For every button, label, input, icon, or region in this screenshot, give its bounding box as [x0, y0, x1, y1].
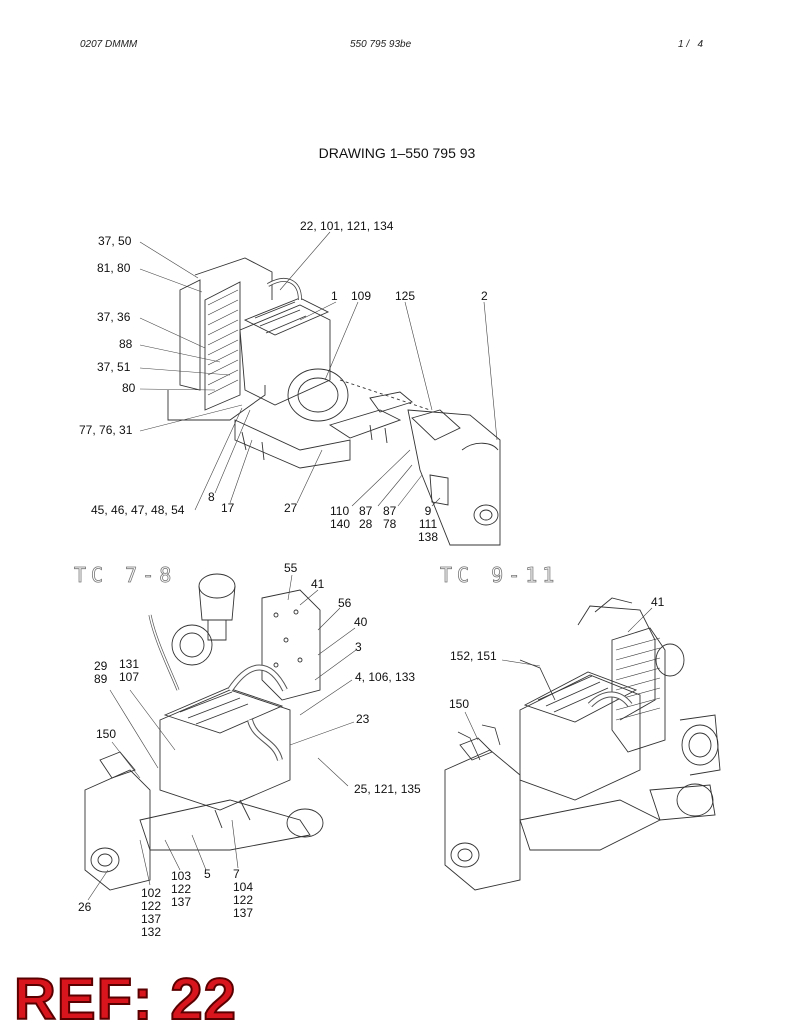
callout-40: 40 [354, 615, 368, 629]
ref-stamp: REF: 22 [13, 967, 237, 1032]
drawing1-engine-assembly [167, 257, 501, 546]
callout-41-tc911: 41 [651, 595, 665, 609]
callout-87-78: 87 78 [383, 504, 397, 531]
callout-55: 55 [284, 561, 298, 575]
callout-125: 125 [395, 289, 416, 303]
view-title-tc-9-11: TC 9-11 [440, 563, 560, 588]
callout-2: 2 [481, 289, 488, 303]
callout-150: 150 [96, 727, 117, 741]
callout-150-tc911: 150 [449, 697, 470, 711]
callout-5: 5 [204, 867, 211, 881]
callout-7-104-122-137: 7 104 122 137 [233, 867, 254, 920]
drawing3-leader-lines [464, 607, 653, 741]
header-doc-code: 0207 DMMM [80, 39, 138, 50]
header-page-number: 1 / 4 [678, 39, 704, 50]
callout-56: 56 [338, 596, 352, 610]
drawing2-leader-lines [87, 574, 357, 901]
view-title-tc-7-8: TC 7-8 [74, 563, 177, 588]
callout-81-80: 81, 80 [97, 261, 131, 275]
callout-29-89: 29 89 [94, 659, 108, 686]
callout-4-106-133: 4, 106, 133 [355, 670, 416, 684]
callout-26: 26 [78, 900, 92, 914]
callout-131-107: 131 107 [119, 657, 140, 684]
callout-110-140: 110 140 [330, 504, 351, 531]
callout-27: 27 [284, 501, 298, 515]
callout-77-76-31: 77, 76, 31 [79, 423, 133, 437]
drawing2-tc78-assembly [84, 573, 324, 891]
callout-37-36: 37, 36 [97, 310, 131, 324]
callout-37-50: 37, 50 [98, 234, 132, 248]
callout-88: 88 [119, 337, 133, 351]
callout-152-151: 152, 151 [450, 649, 497, 663]
callout-9-111-138: 9 111 138 [418, 504, 439, 544]
callout-41: 41 [311, 577, 325, 591]
callout-37-51: 37, 51 [97, 360, 131, 374]
callout-1: 1 [331, 289, 338, 303]
drawing3-tc911-assembly [444, 597, 721, 891]
drawing1-leader-lines [139, 231, 498, 511]
callout-23: 23 [356, 712, 370, 726]
header-part-number: 550 795 93be [350, 39, 412, 50]
callout-109: 109 [351, 289, 372, 303]
callout-45-46-47-48-54: 45, 46, 47, 48, 54 [91, 503, 185, 517]
callout-3: 3 [355, 640, 362, 654]
callout-25-121-135: 25, 121, 135 [354, 782, 421, 796]
callout-80: 80 [122, 381, 136, 395]
drawing-title: DRAWING 1–550 795 93 [318, 145, 476, 161]
callout-103-122-137: 103 122 137 [171, 869, 192, 909]
callout-8: 8 [208, 490, 215, 504]
callout-17: 17 [221, 501, 235, 515]
callout-22-101-121-134: 22, 101, 121, 134 [300, 219, 394, 233]
callout-87-28: 87 28 [359, 504, 373, 531]
callout-102-122-137-132: 102 122 137 132 [141, 886, 162, 939]
